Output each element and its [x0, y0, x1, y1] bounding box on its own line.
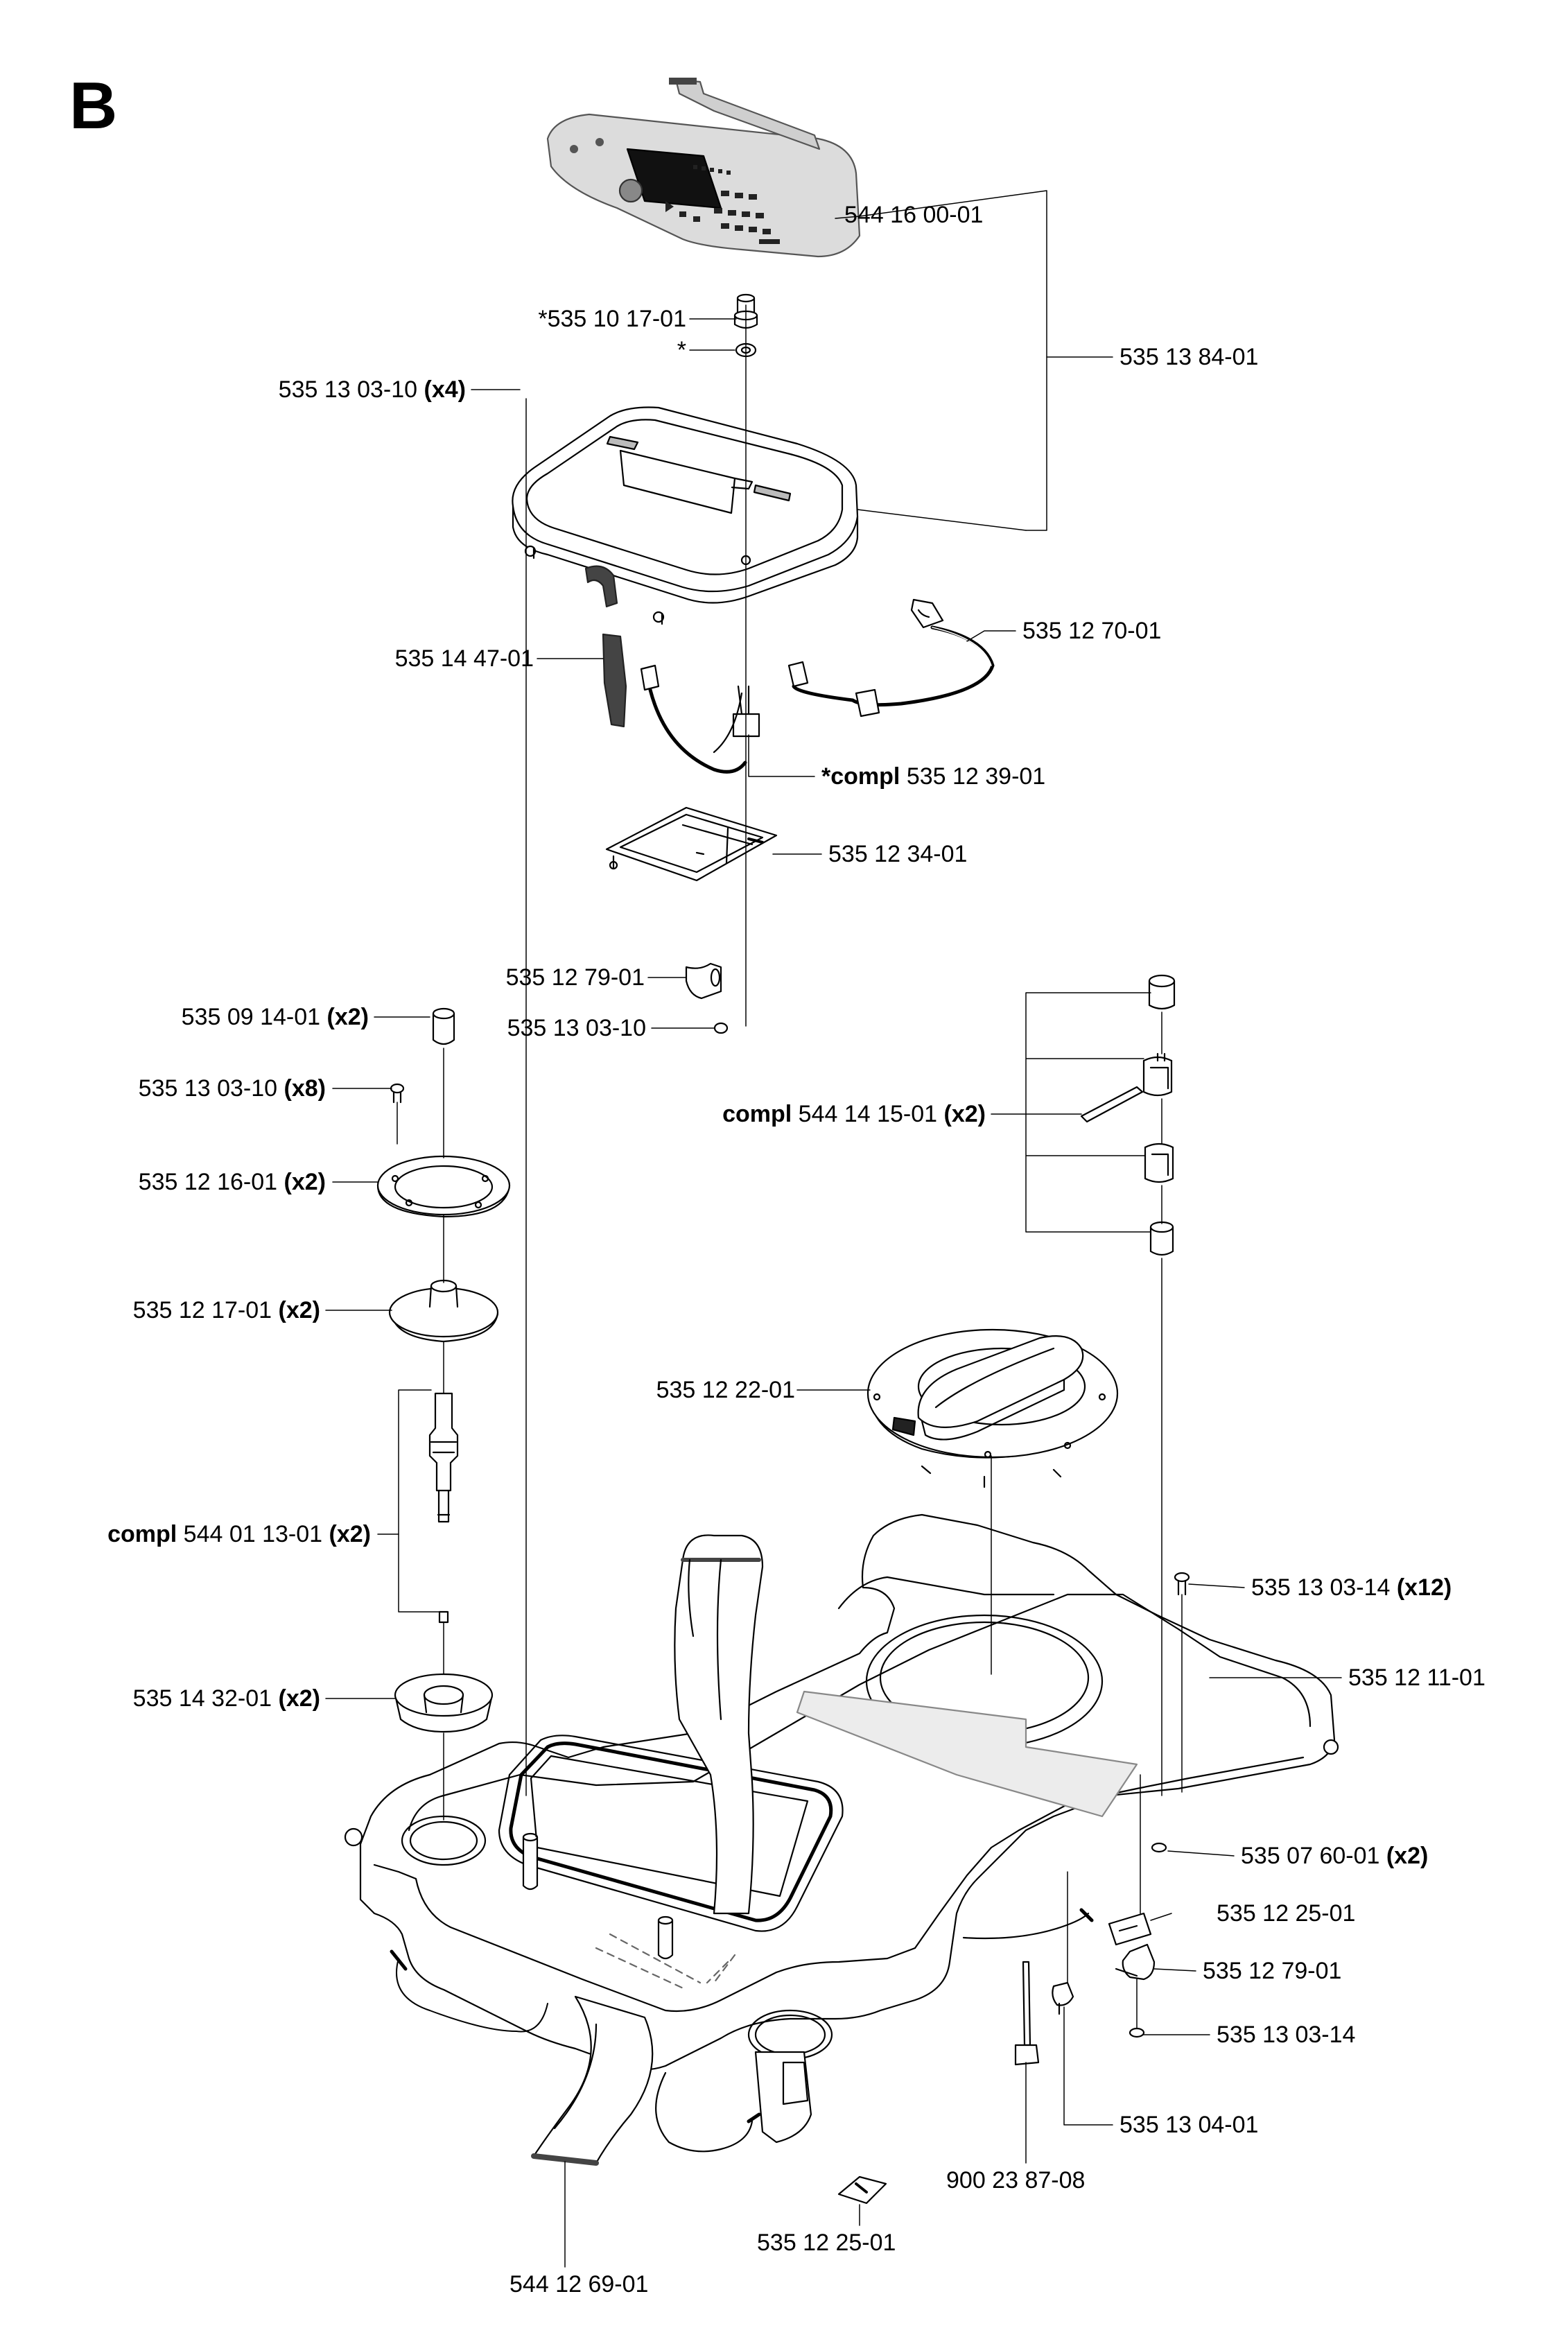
keypad-membrane-part: [546, 78, 861, 258]
part-number: 535 12 25-01: [757, 2230, 896, 2256]
part-number: 535 13 03-10: [138, 1075, 278, 1102]
callout-535-14-32-01: 535 14 32-01 (x2): [133, 1685, 320, 1712]
part-number: 535 13 03-10: [278, 376, 418, 403]
callout-535-13-03-10: 535 13 03-10: [507, 1014, 646, 1042]
quantity: (x2): [278, 1297, 320, 1323]
part-number: 535 12 16-01: [138, 1169, 278, 1195]
left-component-stack: [376, 1007, 511, 1733]
part-number: *535 10 17-01: [538, 306, 686, 332]
part-number: 535 13 03-10: [507, 1015, 646, 1041]
callout-535-14-47-01: 535 14 47-01: [395, 645, 534, 672]
callout-544-14-15-01: compl 544 14 15-01 (x2): [722, 1100, 986, 1128]
section-letter: B: [69, 69, 118, 143]
chassis-body-part: [344, 1513, 1339, 2144]
callout-535-13-03-14-x12: 535 13 03-14 (x12): [1251, 1574, 1452, 1601]
quantity: (x2): [943, 1101, 986, 1127]
callout-535-12-25-01-bottom: 535 12 25-01: [757, 2229, 896, 2257]
part-number: 544 01 13-01: [183, 1521, 323, 1547]
part-number: 535 12 25-01: [1217, 1900, 1356, 1927]
right-pivot-stack: [1080, 974, 1176, 1256]
quantity: (x2): [278, 1685, 320, 1712]
callout-leaders: [325, 190, 1342, 2268]
callout-535-12-22-01: 535 12 22-01: [656, 1376, 795, 1404]
part-number: 535 12 79-01: [505, 964, 645, 991]
quantity: (x2): [1386, 1843, 1429, 1869]
quantity: (x12): [1396, 1574, 1452, 1601]
circuit-board-part: [605, 806, 778, 882]
control-housing-part: [512, 406, 859, 625]
callout-535-12-70-01: 535 12 70-01: [1022, 617, 1161, 645]
quantity: (x2): [284, 1169, 326, 1195]
part-number: 535 12 11-01: [1348, 1665, 1486, 1691]
callout-535-12-11-01: 535 12 11-01: [1348, 1664, 1486, 1692]
callout-535-13-84-01: 535 13 84-01: [1120, 343, 1258, 371]
part-number: 535 12 79-01: [1203, 1958, 1342, 1984]
callout-535-12-25-01-right: 535 12 25-01: [1217, 1900, 1355, 1927]
callout-535-09-14-01: 535 09 14-01 (x2): [182, 1003, 369, 1031]
part-number: 535 12 39-01: [906, 763, 1046, 790]
part-number: 535 13 84-01: [1120, 344, 1259, 370]
callout-535-12-79-01-bottom: 535 12 79-01: [1203, 1957, 1341, 1985]
compl-prefix: compl: [722, 1101, 792, 1127]
quantity: (x4): [424, 376, 466, 403]
compl-prefix: compl: [107, 1521, 177, 1547]
callout-535-13-03-10-x4: 535 13 03-10 (x4): [279, 376, 466, 403]
part-number: 544 14 15-01: [798, 1101, 938, 1127]
quantity: (x2): [326, 1004, 369, 1030]
part-number: 535 09 14-01: [181, 1004, 321, 1030]
small-hardware-parts: [837, 1572, 1190, 2205]
part-number: 535 14 47-01: [394, 645, 534, 672]
bracket-part: [685, 962, 729, 1034]
part-number: 535 12 34-01: [828, 841, 968, 867]
part-number: 535 12 17-01: [132, 1297, 272, 1323]
callout-535-13-03-10-x8: 535 13 03-10 (x8): [139, 1075, 326, 1102]
callout-535-12-16-01: 535 12 16-01 (x2): [139, 1168, 326, 1196]
callout-535-13-04-01: 535 13 04-01: [1120, 2111, 1258, 2139]
part-number: 544 16 00-01: [844, 202, 984, 228]
quantity: (x2): [329, 1521, 371, 1547]
quantity: (x8): [284, 1075, 326, 1102]
part-number: 900 23 87-08: [946, 2167, 1086, 2193]
cable-clip-part: [584, 565, 627, 728]
callout-544-01-13-01: compl 544 01 13-01 (x2): [107, 1520, 371, 1548]
ribbon-cable-part: [531, 1995, 654, 2166]
callout-544-16-00-01: 544 16 00-01: [844, 201, 983, 229]
part-number: 535 13 04-01: [1120, 2112, 1259, 2138]
callout-535-10-17-01: *535 10 17-01: [538, 305, 686, 333]
part-number: 535 13 03-14: [1251, 1574, 1391, 1601]
callout-asterisk: *: [677, 336, 686, 364]
part-number: 535 12 22-01: [656, 1377, 795, 1403]
callout-535-12-17-01: 535 12 17-01 (x2): [133, 1296, 320, 1324]
part-number: 535 12 70-01: [1022, 618, 1162, 644]
callout-535-07-60-01: 535 07 60-01 (x2): [1241, 1842, 1428, 1870]
top-lid-part: [866, 1328, 1119, 1488]
antenna-cable-part: [787, 598, 995, 718]
part-number: *: [677, 337, 686, 363]
callout-535-12-34-01: 535 12 34-01: [828, 840, 967, 868]
part-number: 535 07 60-01: [1241, 1843, 1380, 1869]
callout-535-12-79-01-top: 535 12 79-01: [506, 964, 645, 991]
assembly-axis-lines: [397, 304, 1183, 2028]
loop-wires: [390, 1908, 1094, 2153]
callout-900-23-87-08: 900 23 87-08: [946, 2166, 1085, 2194]
part-number: 535 14 32-01: [132, 1685, 272, 1712]
part-number: 544 12 69-01: [509, 2271, 649, 2297]
callout-535-13-03-14: 535 13 03-14: [1217, 2021, 1355, 2049]
cable-harness-part: [640, 664, 760, 774]
callout-544-12-69-01: 544 12 69-01: [509, 2270, 648, 2298]
callout-535-12-39-01: *compl 535 12 39-01: [821, 763, 1045, 790]
part-number: 535 13 03-14: [1217, 2022, 1356, 2048]
compl-prefix: *compl: [821, 763, 900, 790]
